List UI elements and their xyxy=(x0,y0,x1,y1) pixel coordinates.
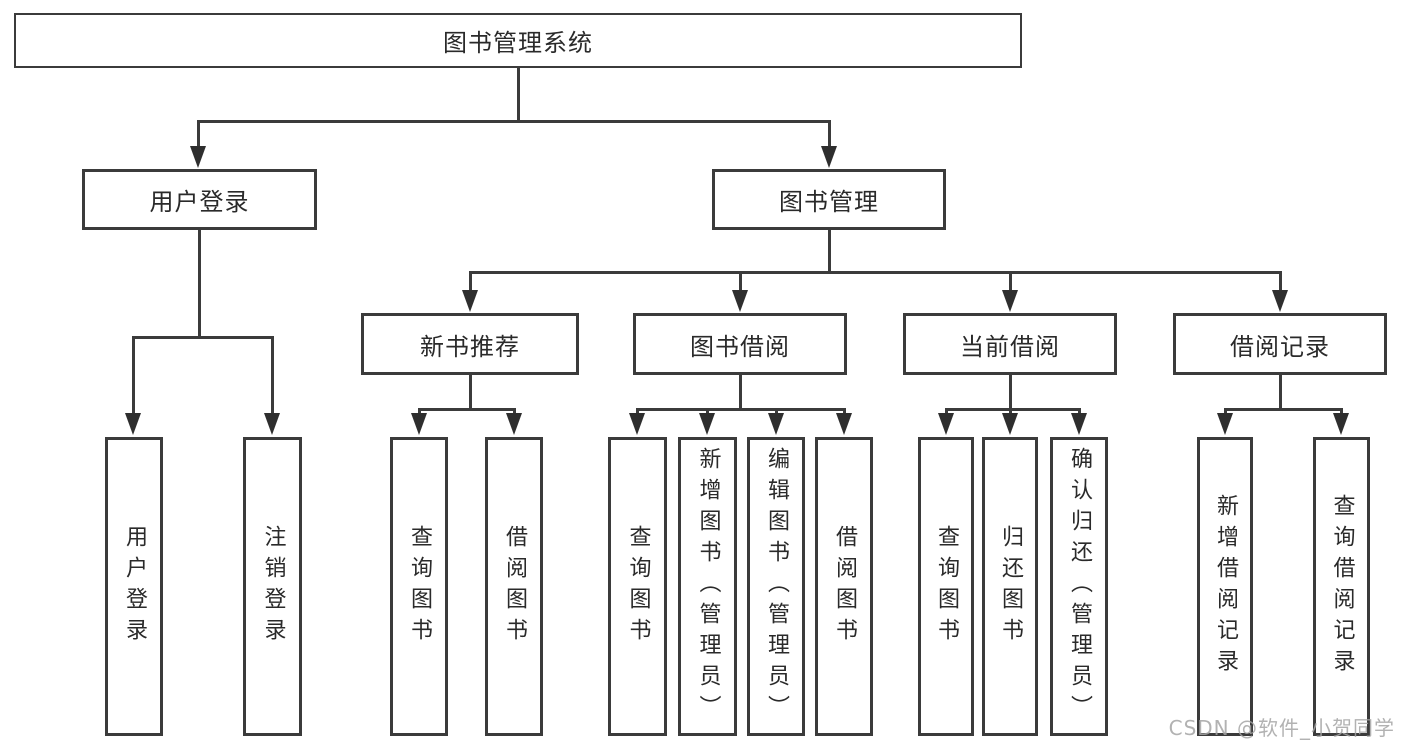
node-leaf-query-books-current: 查询图书 xyxy=(918,437,974,736)
node-leaf-edit-book-admin: 编辑图书（管理员） xyxy=(747,437,805,736)
node-label: 新增借阅记录 xyxy=(1213,493,1238,680)
connector-stem xyxy=(198,230,201,338)
connector-rail xyxy=(946,408,1080,411)
node-leaf-user-login: 用户登录 xyxy=(105,437,163,736)
connector-rail xyxy=(419,408,515,411)
connector-stem xyxy=(706,408,709,415)
arrow-down-icon xyxy=(462,290,478,312)
node-label: 图书管理系统 xyxy=(443,29,593,57)
node-label: 借阅图书 xyxy=(502,524,527,649)
connector-rail xyxy=(1225,408,1342,411)
connector-stem xyxy=(469,271,472,291)
node-leaf-borrow-books-recommend: 借阅图书 xyxy=(485,437,543,736)
connector-stem xyxy=(1009,408,1012,415)
node-leaf-query-books-recommend: 查询图书 xyxy=(390,437,448,736)
arrow-down-icon xyxy=(1333,413,1349,435)
connector-stem xyxy=(828,230,831,273)
connector-stem xyxy=(739,375,742,410)
arrow-down-icon xyxy=(1071,413,1087,435)
node-new-book-recommend: 新书推荐 xyxy=(361,313,579,375)
node-label: 新增图书（管理员） xyxy=(695,447,721,726)
arrow-down-icon xyxy=(836,413,852,435)
arrow-down-icon xyxy=(264,413,280,435)
connector-stem xyxy=(469,375,472,410)
connector-stem xyxy=(418,408,421,415)
node-book-management: 图书管理 xyxy=(712,169,946,230)
node-leaf-add-borrow-record: 新增借阅记录 xyxy=(1197,437,1253,736)
connector-stem xyxy=(132,336,135,414)
node-borrowing-records: 借阅记录 xyxy=(1173,313,1387,375)
node-label: 查询图书 xyxy=(407,524,432,649)
node-user-login: 用户登录 xyxy=(82,169,317,230)
arrow-down-icon xyxy=(190,146,206,168)
node-label: 借阅记录 xyxy=(1230,332,1330,361)
connector-stem xyxy=(1340,408,1343,415)
node-label: 图书管理 xyxy=(779,188,879,216)
node-label: 确认归还（管理员） xyxy=(1067,447,1092,726)
arrow-down-icon xyxy=(768,413,784,435)
connector-level2-rail xyxy=(470,271,1281,274)
node-label: 注销登录 xyxy=(260,524,286,649)
node-book-borrowing: 图书借阅 xyxy=(633,313,847,375)
arrow-down-icon xyxy=(411,413,427,435)
connector-level1-rail xyxy=(198,120,830,123)
connector-stem xyxy=(197,120,200,147)
node-leaf-borrow-books-borrowing: 借阅图书 xyxy=(815,437,873,736)
node-label: 用户登录 xyxy=(149,188,250,216)
node-label: 编辑图书（管理员） xyxy=(764,447,789,726)
node-label: 查询图书 xyxy=(625,524,651,649)
watermark: CSDN @软件_小贺同学 xyxy=(1168,716,1395,740)
arrow-down-icon xyxy=(1002,290,1018,312)
node-label: 当前借阅 xyxy=(960,332,1060,361)
arrow-down-icon xyxy=(732,290,748,312)
node-label: 查询借阅记录 xyxy=(1329,493,1355,680)
arrow-down-icon xyxy=(629,413,645,435)
connector-stem xyxy=(775,408,778,415)
node-leaf-return-book: 归还图书 xyxy=(982,437,1038,736)
arrow-down-icon xyxy=(1002,413,1018,435)
node-label: 归还图书 xyxy=(998,524,1023,649)
node-label: 用户登录 xyxy=(122,524,147,649)
connector-rail xyxy=(637,408,845,411)
connector-stem xyxy=(636,408,639,415)
arrow-down-icon xyxy=(938,413,954,435)
connector-stem xyxy=(1279,375,1282,410)
connector-stem xyxy=(843,408,846,415)
node-leaf-query-books-borrowing: 查询图书 xyxy=(608,437,667,736)
node-leaf-confirm-return-admin: 确认归还（管理员） xyxy=(1050,437,1108,736)
connector-stem xyxy=(945,408,948,415)
connector-stem xyxy=(1224,408,1227,415)
arrow-down-icon xyxy=(506,413,522,435)
node-label: 查询图书 xyxy=(934,524,959,649)
arrow-down-icon xyxy=(821,146,837,168)
connector-stem xyxy=(1009,271,1012,291)
connector-stem xyxy=(513,408,516,415)
node-label: 图书借阅 xyxy=(690,332,790,361)
arrow-down-icon xyxy=(699,413,715,435)
connector-stem xyxy=(1078,408,1081,415)
node-current-borrowing: 当前借阅 xyxy=(903,313,1117,375)
connector-stem xyxy=(1279,271,1282,291)
connector-stem xyxy=(739,271,742,291)
connector-stem xyxy=(828,120,831,147)
connector-stem xyxy=(271,336,274,414)
node-label: 借阅图书 xyxy=(832,524,857,649)
arrow-down-icon xyxy=(1272,290,1288,312)
node-leaf-logout: 注销登录 xyxy=(243,437,302,736)
node-root-library-system: 图书管理系统 xyxy=(14,13,1022,68)
connector-stem xyxy=(1009,375,1012,410)
node-leaf-add-book-admin: 新增图书（管理员） xyxy=(678,437,737,736)
connector-rail xyxy=(133,336,273,339)
connector-root-stem xyxy=(517,67,520,120)
arrow-down-icon xyxy=(125,413,141,435)
arrow-down-icon xyxy=(1217,413,1233,435)
node-label: 新书推荐 xyxy=(420,332,520,361)
node-leaf-query-borrow-record: 查询借阅记录 xyxy=(1313,437,1370,736)
